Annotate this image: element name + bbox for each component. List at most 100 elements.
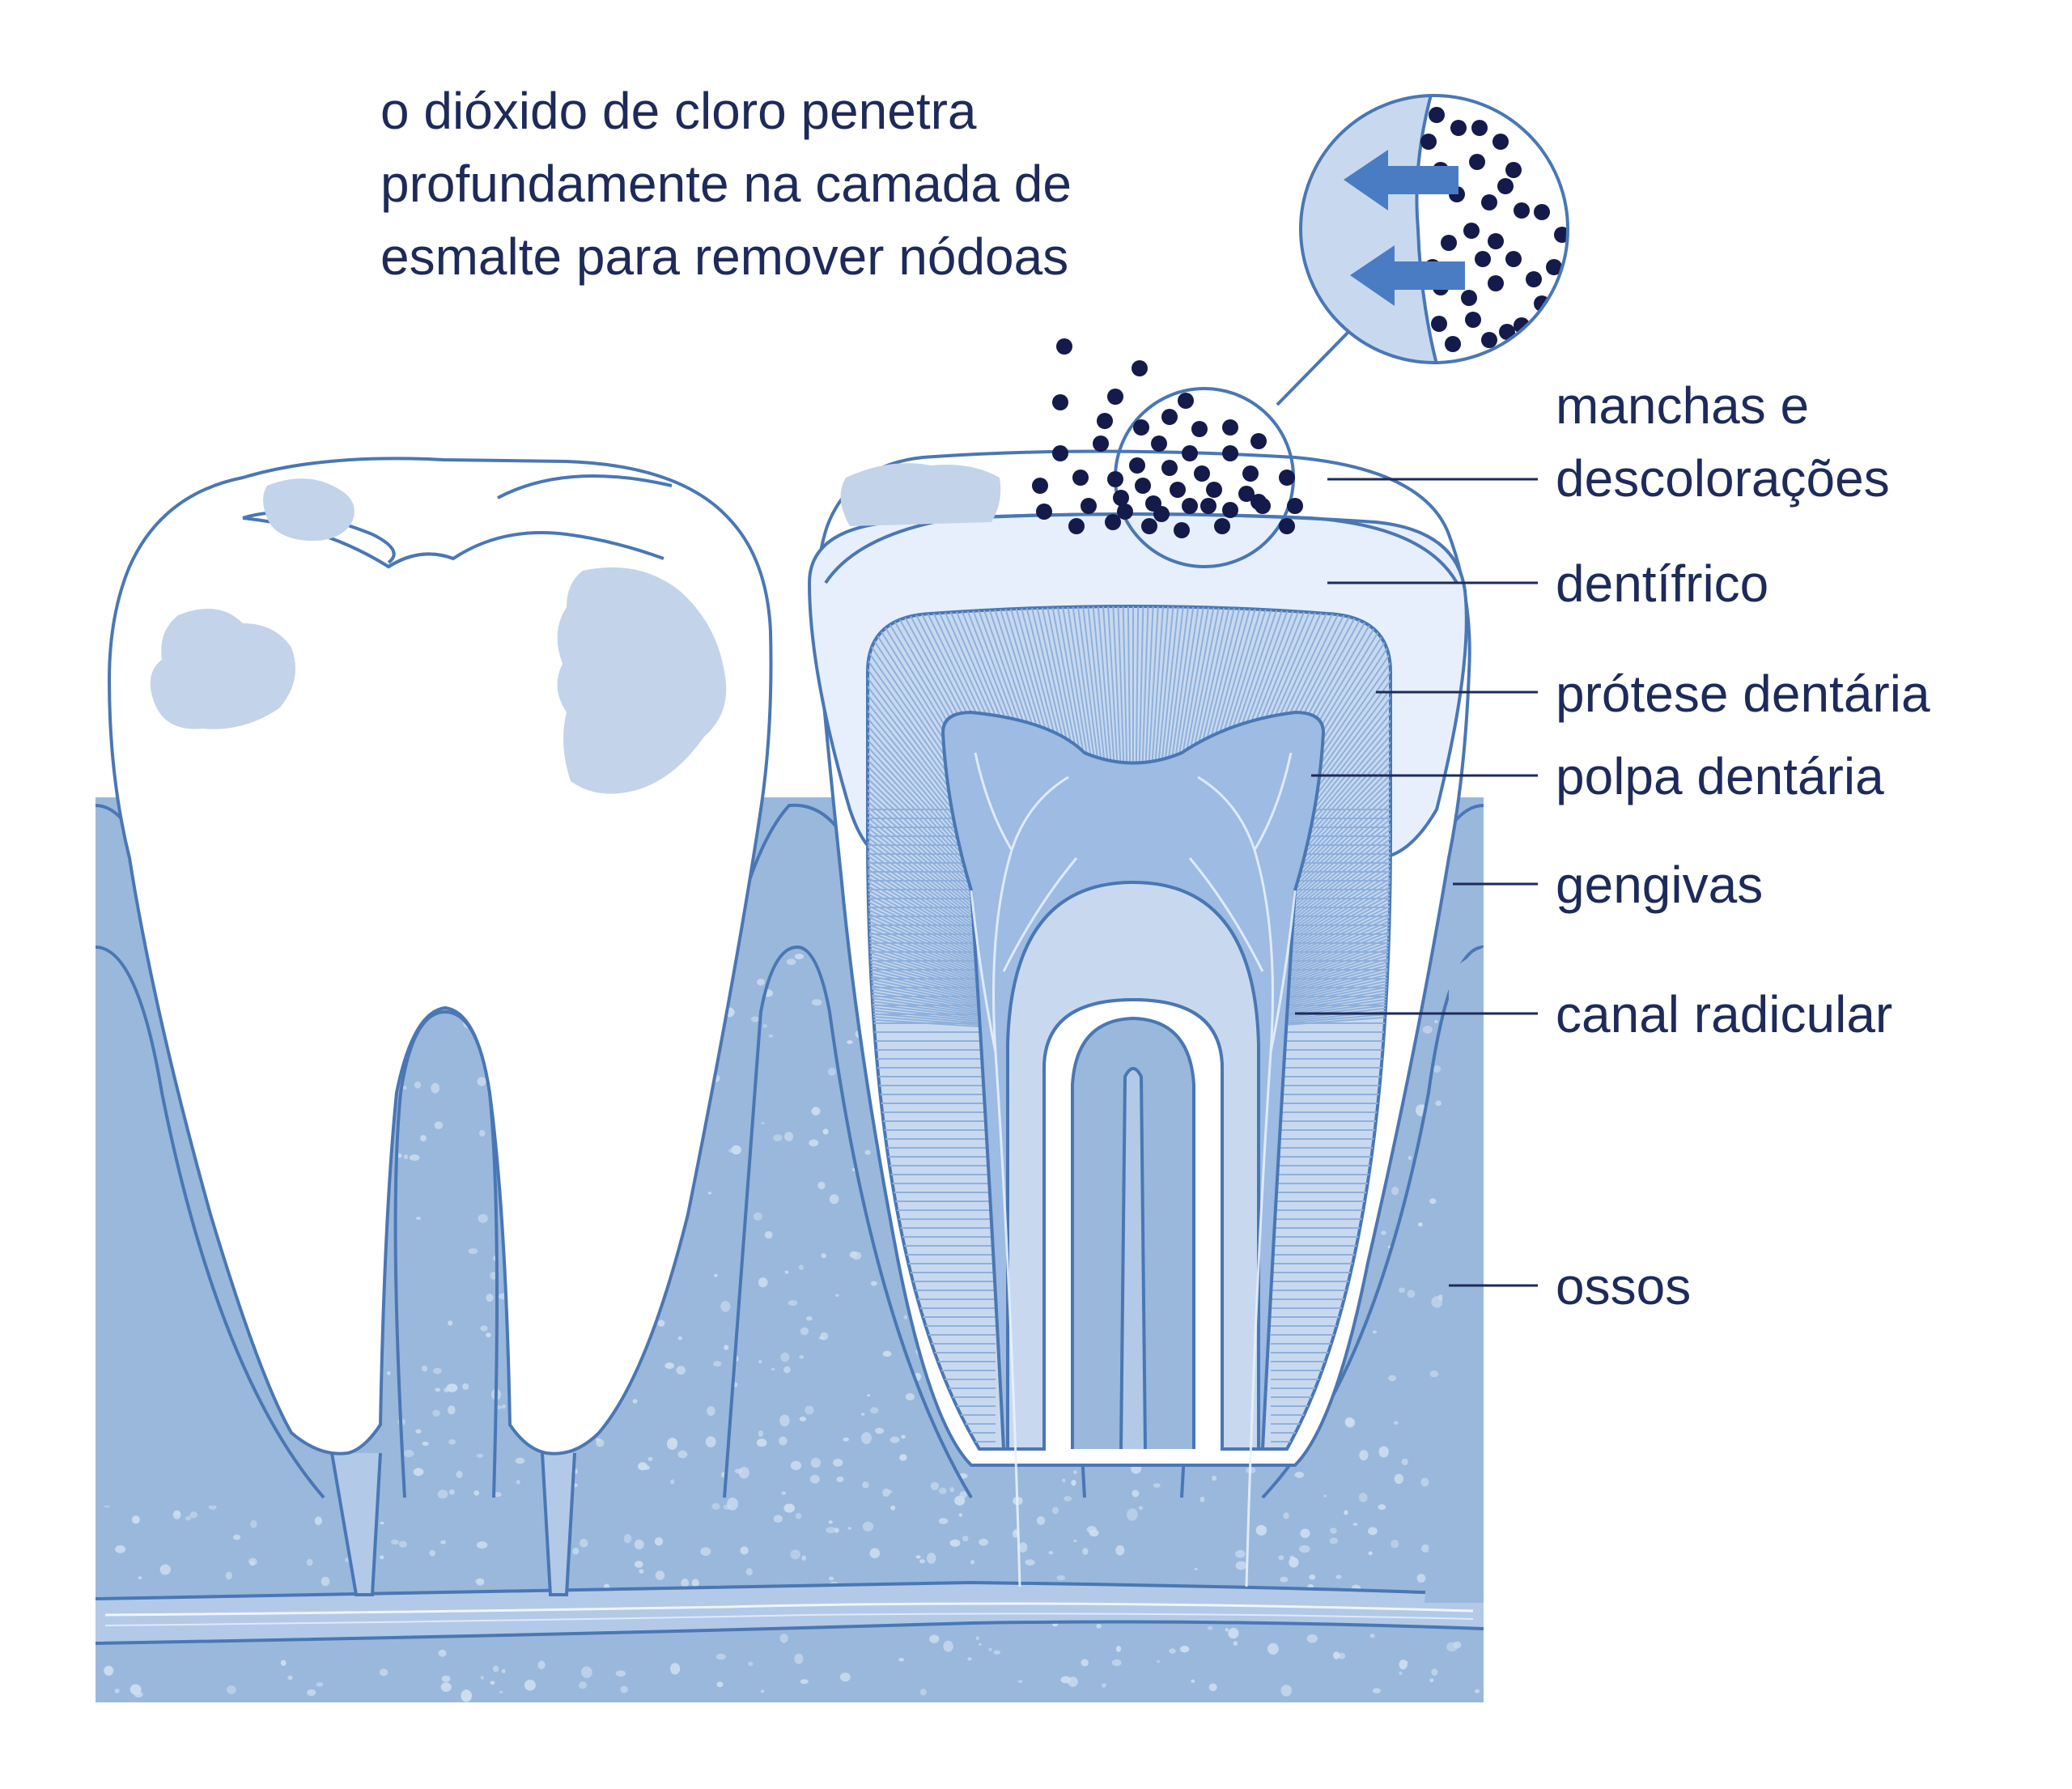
bone-speckle — [843, 1437, 849, 1442]
bone-speckle — [490, 1272, 497, 1280]
bone-speckle — [440, 1682, 452, 1693]
bone-speckle — [700, 1547, 711, 1556]
bone-speckle — [943, 1640, 953, 1652]
bone-speckle — [898, 1658, 905, 1662]
bone-speckle — [420, 1135, 427, 1142]
stain-particle — [1431, 316, 1447, 332]
bone-speckle — [1081, 1659, 1089, 1667]
bone-speckle — [1096, 1624, 1102, 1629]
stain-particle — [1151, 436, 1167, 452]
bone-speckle — [159, 1564, 171, 1575]
bone-speckle — [1191, 1679, 1195, 1683]
bone-speckle — [1255, 1524, 1267, 1536]
stain-particle — [1279, 518, 1295, 534]
bone-speckle — [890, 1436, 900, 1443]
stain-particle — [1133, 419, 1149, 436]
bone-speckle — [1345, 1417, 1356, 1428]
bone-speckle — [1429, 1198, 1437, 1205]
bone-speckle — [870, 1281, 877, 1286]
bone-speckle — [413, 1468, 424, 1477]
bone-speckle — [771, 1368, 775, 1370]
bone-speckle — [1434, 1020, 1438, 1023]
caption-line: profundamente na camada de — [380, 155, 1072, 213]
bone-speckle — [882, 1350, 892, 1357]
bone-speckle — [869, 1548, 881, 1558]
stain-particle — [1445, 336, 1461, 352]
bone-speckle — [473, 1490, 480, 1496]
bone-speckle — [114, 1688, 120, 1693]
bone-speckle — [634, 1539, 644, 1549]
bone-speckle — [1228, 1628, 1239, 1639]
pulp-nerves — [970, 752, 1297, 1587]
bone-speckle — [828, 1576, 834, 1581]
bone-speckle — [1283, 1512, 1289, 1519]
bone-speckle — [596, 1438, 605, 1447]
bone-speckle — [677, 1450, 688, 1459]
bone-speckle — [962, 1536, 969, 1542]
stain-particle — [1107, 471, 1123, 487]
bone-speckle — [930, 1481, 940, 1490]
bone-speckle — [1267, 1642, 1279, 1655]
bone-speckle — [130, 1684, 142, 1695]
bone-speckle — [1323, 1494, 1327, 1498]
bone-speckle — [1212, 1475, 1217, 1481]
bone-speckle — [1407, 1290, 1416, 1298]
bone-speckle — [1299, 1545, 1310, 1553]
bone-speckle — [1393, 1421, 1399, 1425]
bone-speckle — [818, 1336, 825, 1340]
bone-speckle — [1391, 1186, 1399, 1196]
label-root-canal: canal radicular — [1556, 985, 1893, 1043]
bone-speckle — [681, 1579, 690, 1588]
bone-speckle — [579, 1681, 587, 1689]
bone-speckle — [794, 1653, 804, 1664]
bone-speckle — [870, 1407, 879, 1414]
bone-speckle — [448, 1489, 455, 1495]
stain-particle — [1200, 498, 1216, 514]
stain-particle — [1469, 154, 1485, 170]
bone-speckle — [1153, 1483, 1161, 1488]
bone-speckle — [486, 1332, 491, 1337]
bone-speckle — [615, 1670, 626, 1677]
bone-speckle — [728, 1149, 732, 1153]
bone-speckle — [1115, 1646, 1122, 1652]
bone-speckle — [1418, 1222, 1423, 1227]
bone-speckle — [740, 1546, 749, 1555]
bone-speckle — [448, 1439, 456, 1445]
bone-speckle — [490, 1681, 495, 1685]
bone-speckle — [480, 1676, 484, 1680]
bone-speckle — [1208, 1683, 1217, 1692]
bone-speckle — [919, 1559, 925, 1564]
bone-speckle — [434, 1121, 444, 1129]
stain-particle — [1222, 419, 1238, 436]
bone-speckle — [1378, 1446, 1389, 1458]
bone-speckle — [225, 1571, 232, 1580]
bone-speckle — [761, 1122, 765, 1124]
bone-speckle — [620, 1685, 628, 1693]
bone-speckle — [280, 1659, 287, 1666]
stain-particle — [1250, 433, 1267, 449]
bone-speckle — [1127, 1508, 1138, 1521]
bone-speckle — [800, 1679, 809, 1685]
bone-speckle — [537, 1660, 546, 1670]
bone-speckle — [1025, 1559, 1035, 1566]
bone-speckle — [915, 1555, 921, 1559]
bone-speckle — [723, 1504, 732, 1511]
bone-speckle — [478, 1213, 488, 1223]
bone-speckle — [993, 1650, 1001, 1655]
stain-particle — [1526, 271, 1542, 287]
bone-speckle — [1420, 1544, 1430, 1553]
bone-speckle — [432, 1367, 442, 1375]
bone-speckle — [1132, 1489, 1140, 1498]
bone-speckle — [403, 1449, 414, 1458]
bone-speckle — [1372, 1688, 1381, 1693]
stain-particle — [1117, 504, 1133, 520]
bone-speckle — [1437, 1294, 1444, 1301]
bone-speckle — [1082, 1548, 1089, 1555]
bone-speckle — [786, 958, 796, 966]
bone-speckle — [475, 1578, 485, 1585]
bone-speckle — [809, 1474, 820, 1484]
stain-particles — [1032, 338, 1303, 538]
stain-particle — [1461, 290, 1477, 306]
bone-speckle — [805, 1405, 814, 1415]
stain-particle — [1546, 259, 1562, 275]
